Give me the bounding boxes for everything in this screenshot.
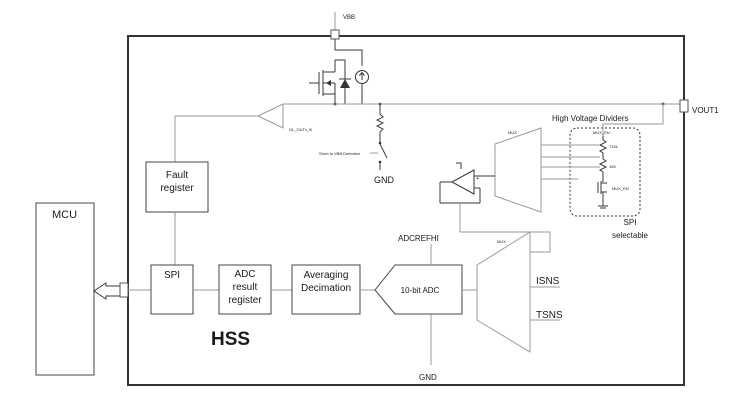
hv-divider-box [569, 127, 641, 217]
mux-top [494, 127, 542, 213]
spi-bus-arrow [93, 282, 122, 300]
fault-register [145, 161, 209, 213]
vout1-pin [679, 99, 689, 113]
spi-block [150, 264, 194, 315]
adcrefhi-label: ADCREFHI [398, 234, 439, 243]
adc-result-register [218, 264, 272, 315]
short-to-vbb-label: Short to VBB Detection [319, 151, 360, 156]
mcu-label: MCU [52, 209, 77, 221]
buffer-amplifier: + [439, 162, 495, 204]
spi-block-label: SPI [164, 270, 180, 281]
r1-label: 732k [609, 144, 618, 149]
open-load-comparator [256, 103, 284, 129]
adc-label: 10-bit ADC [401, 286, 440, 295]
hss-frame [127, 35, 685, 386]
mux-bottom-label: MUX [497, 239, 506, 244]
isns-label: ISNS [536, 276, 560, 287]
vbb-pin [330, 29, 340, 40]
svg-text:+: + [476, 176, 479, 182]
hss-title: HSS [211, 329, 250, 350]
mux-bottom [476, 231, 531, 353]
r2-label: 16K [609, 164, 616, 169]
hv-dividers-label: High Voltage Dividers [552, 114, 628, 123]
ol-signal-label: OL_OUTx_B [289, 127, 312, 132]
mcu-block [35, 202, 95, 376]
mux-en-bottom-label: MUX_EN [612, 186, 629, 191]
hv-divider-resistors [597, 136, 608, 209]
gnd-bottom-label: GND [419, 373, 437, 382]
vbb-label: VBB [343, 15, 355, 21]
vout1-label: VOUT1 [692, 106, 719, 115]
mux-top-label: MUX [508, 130, 517, 135]
short-to-vbb-switch [375, 104, 388, 170]
tsns-label: TSNS [536, 310, 563, 321]
mux-en-top-label: MUX_EN [593, 130, 610, 135]
gnd-top-label: GND [374, 175, 395, 185]
power-mosfet-symbol [309, 39, 369, 104]
spi-pin [119, 282, 129, 298]
